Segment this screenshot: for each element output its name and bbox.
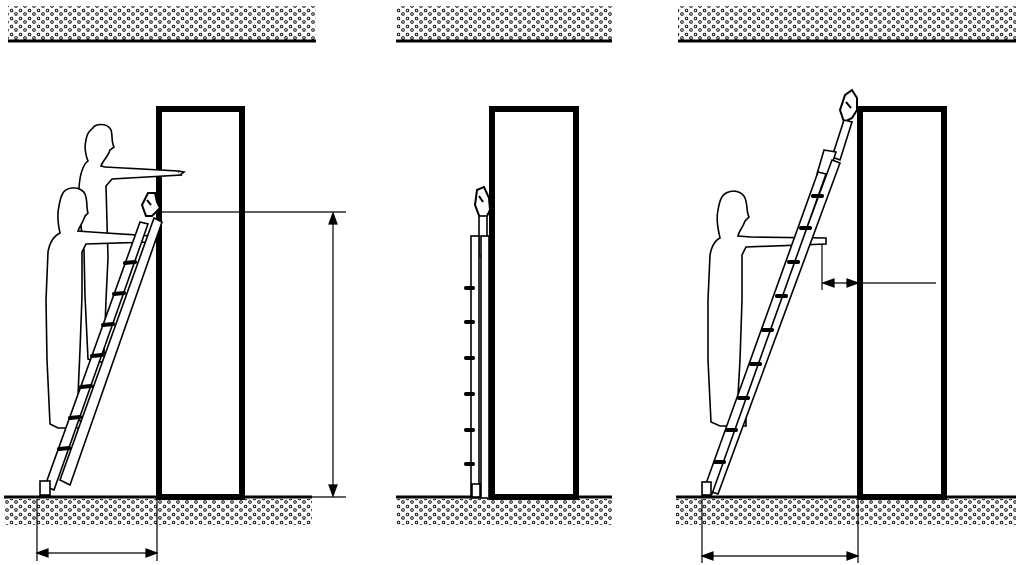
ladder-left-foot xyxy=(39,480,51,496)
ceiling-middle xyxy=(396,6,612,43)
ladder-right xyxy=(701,88,858,496)
base-dimension-left xyxy=(35,499,159,561)
ladder-middle-foot xyxy=(471,483,481,498)
floor-right xyxy=(676,495,1016,525)
ceiling-left xyxy=(8,6,316,43)
height-dimension-left xyxy=(158,211,346,498)
floor-middle xyxy=(396,495,612,525)
shelving-unit-right xyxy=(857,106,947,500)
ladder-left-hook xyxy=(140,192,162,217)
floor-left xyxy=(4,495,312,525)
ladder-right-foot xyxy=(701,481,712,496)
ladder-right-rungs xyxy=(713,194,824,464)
ladder-left xyxy=(39,192,163,496)
reach-dimension-right xyxy=(821,244,936,290)
ceiling-right xyxy=(678,6,1016,43)
ladder-left-rungs xyxy=(57,260,137,451)
person-right xyxy=(707,190,827,427)
ladder-middle-rungs xyxy=(464,286,475,466)
shelving-unit-left xyxy=(156,106,245,500)
ladder-middle-hook xyxy=(473,185,492,219)
ladder-right-hook xyxy=(838,88,858,124)
ladder-middle-stowed xyxy=(464,185,492,499)
person-lower xyxy=(45,187,153,429)
base-dimension-right xyxy=(700,499,860,563)
shelving-unit-middle xyxy=(489,106,579,500)
